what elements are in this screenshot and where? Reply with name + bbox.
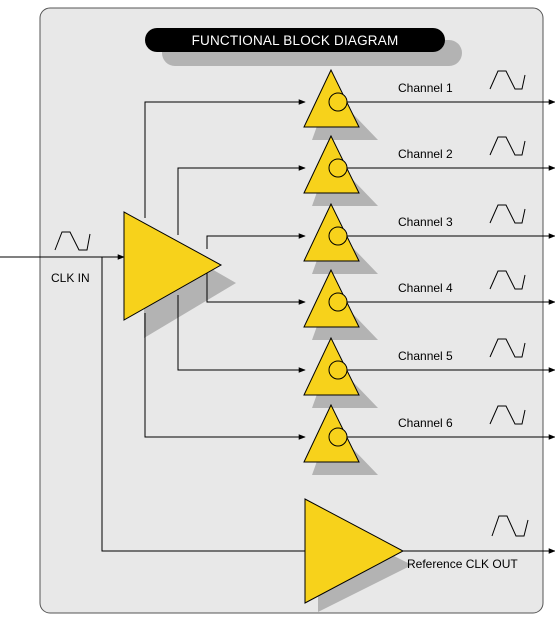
clk-in-label: CLK IN [51, 271, 90, 285]
channel-buffer-circle-icon [328, 292, 348, 312]
diagram-panel [39, 7, 544, 614]
reference-waveform-icon [491, 515, 529, 537]
channel-waveform-icon [489, 70, 526, 90]
channel-waveform-icon [489, 204, 526, 224]
diagram-title: FUNCTIONAL BLOCK DIAGRAM [192, 33, 399, 48]
channel-label: Channel 1 [398, 81, 453, 95]
channel-5: Channel 5 [303, 336, 555, 408]
distribution-wires [101, 99, 306, 552]
reference-clk-out-label: Reference CLK OUT [407, 557, 518, 571]
channel-label: Channel 3 [398, 215, 453, 229]
channel-label: Channel 6 [398, 416, 453, 430]
title-badge: FUNCTIONAL BLOCK DIAGRAM [145, 28, 462, 66]
channel-label: Channel 5 [398, 349, 453, 363]
channel-buffer-circle-icon [328, 92, 348, 112]
channel-buffer-circle-icon [328, 427, 348, 447]
channel-waveform-icon [489, 405, 526, 425]
channel-6: Channel 6 [303, 403, 555, 475]
channel-4: Channel 4 [303, 268, 555, 340]
channel-label: Channel 4 [398, 281, 453, 295]
channel-waveform-icon [489, 136, 526, 156]
channel-2: Channel 2 [303, 134, 555, 206]
channel-buffer-circle-icon [328, 158, 348, 178]
channel-buffers: Channel 1 Channel 2 Channel 3 Channel 4 Chan… [303, 68, 555, 475]
channel-buffer-circle-icon [328, 226, 348, 246]
channel-buffer-circle-icon [328, 360, 348, 380]
reference-buffer [304, 498, 412, 612]
clk-in-waveform-icon [54, 231, 91, 251]
channel-waveform-icon [489, 270, 526, 290]
channel-1: Channel 1 [303, 68, 555, 140]
channel-waveform-icon [489, 338, 526, 358]
channel-3: Channel 3 [303, 202, 555, 274]
channel-label: Channel 2 [398, 147, 453, 161]
main-buffer [123, 211, 236, 338]
